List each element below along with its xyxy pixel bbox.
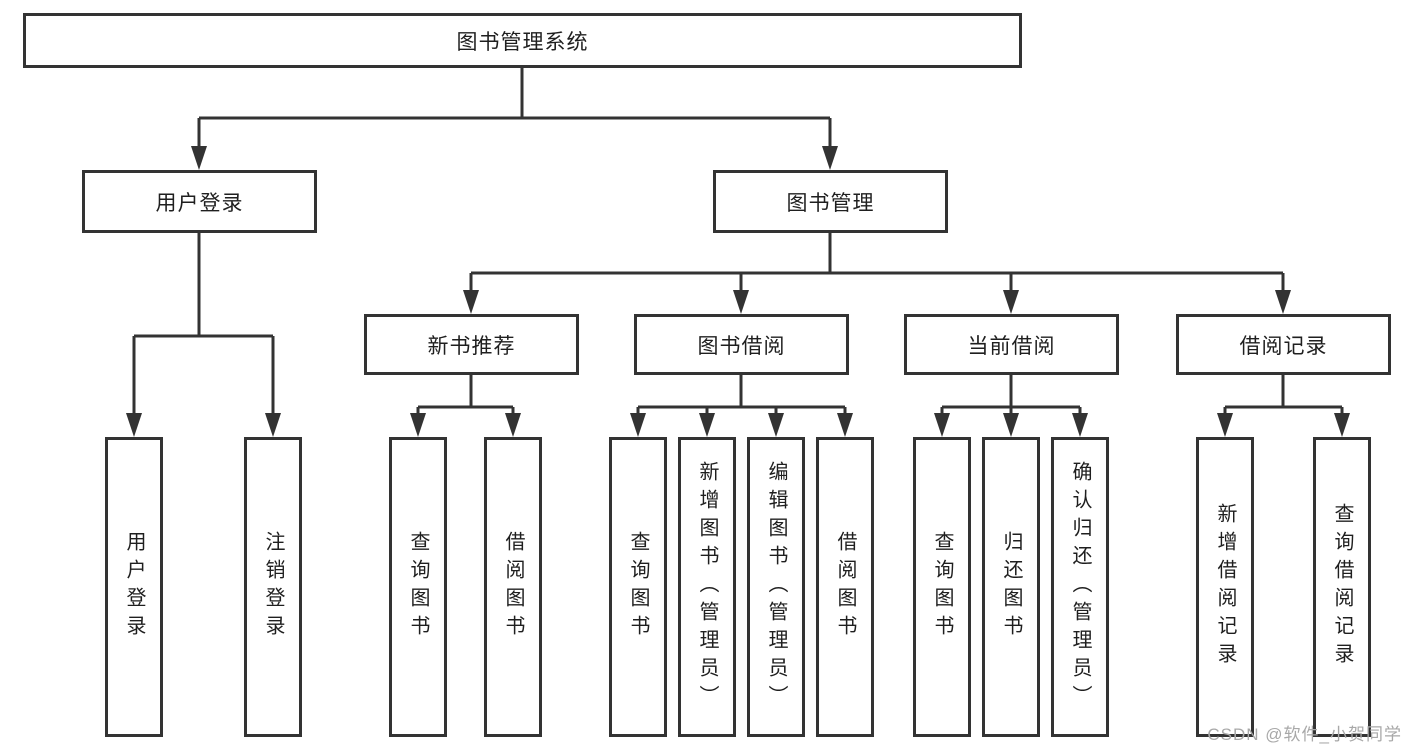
node-leaf-borrow-books: 借阅图书	[816, 437, 874, 737]
node-leaf-confirm-return-admin: 确认归还（管理员）	[1051, 437, 1109, 737]
node-leaf-query-borrow-record: 查询借阅记录	[1313, 437, 1371, 737]
node-user-login: 用户登录	[82, 170, 317, 233]
node-leaf-query-books-current: 查询图书	[913, 437, 971, 737]
node-library-management-system: 图书管理系统	[23, 13, 1022, 68]
node-leaf-return-books: 归还图书	[982, 437, 1040, 737]
leaf-label: 新增图书（管理员）	[696, 461, 718, 713]
leaf-label: 查询图书	[407, 531, 429, 643]
leaf-label: 确认归还（管理员）	[1069, 461, 1091, 713]
node-leaf-edit-books-admin: 编辑图书（管理员）	[747, 437, 805, 737]
node-leaf-query-books-borrow: 查询图书	[609, 437, 667, 737]
node-current-borrowing: 当前借阅	[904, 314, 1119, 375]
leaf-label: 查询图书	[627, 531, 649, 643]
leaf-label: 借阅图书	[834, 531, 856, 643]
node-book-management: 图书管理	[713, 170, 948, 233]
node-leaf-logout: 注销登录	[244, 437, 302, 737]
leaf-label: 注销登录	[262, 531, 284, 643]
node-leaf-add-borrow-record: 新增借阅记录	[1196, 437, 1254, 737]
node-new-book-recommendation: 新书推荐	[364, 314, 579, 375]
node-leaf-query-books-recommend: 查询图书	[389, 437, 447, 737]
leaf-label: 编辑图书（管理员）	[765, 461, 787, 713]
leaf-label: 查询图书	[931, 531, 953, 643]
node-leaf-user-login: 用户登录	[105, 437, 163, 737]
leaf-label: 查询借阅记录	[1331, 503, 1353, 671]
node-book-borrowing: 图书借阅	[634, 314, 849, 375]
node-leaf-borrow-books-recommend: 借阅图书	[484, 437, 542, 737]
node-leaf-add-books-admin: 新增图书（管理员）	[678, 437, 736, 737]
leaf-label: 借阅图书	[502, 531, 524, 643]
csdn-watermark: CSDN @软件_小贺同学	[1207, 725, 1402, 744]
leaf-label: 归还图书	[1000, 531, 1022, 643]
leaf-label: 用户登录	[123, 531, 145, 643]
node-borrowing-records: 借阅记录	[1176, 314, 1391, 375]
leaf-label: 新增借阅记录	[1214, 503, 1236, 671]
